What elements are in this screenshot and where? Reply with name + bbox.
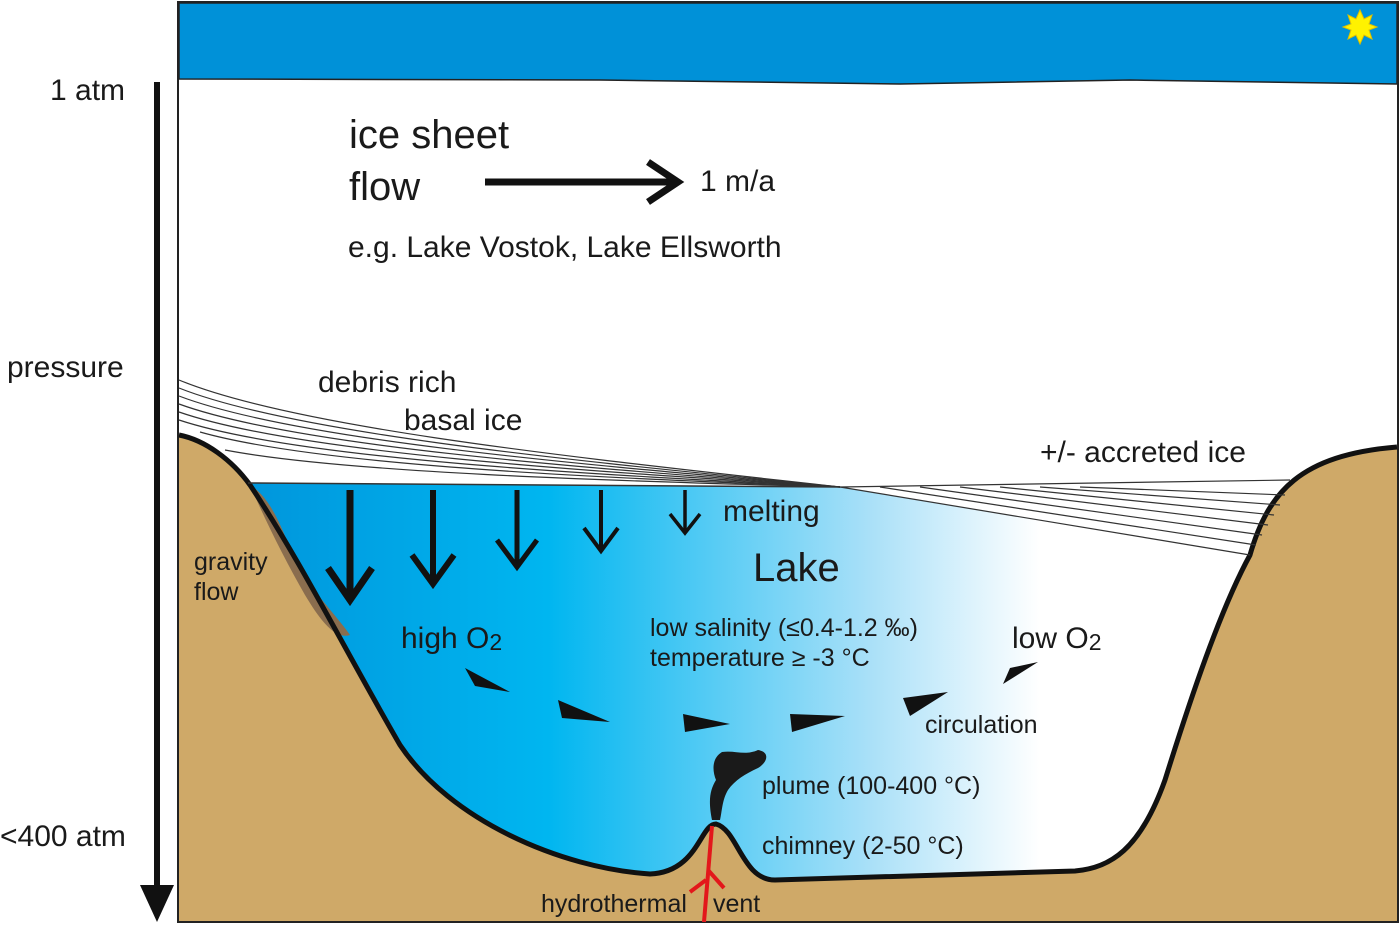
chimney-label: chimney (2-50 °C)	[762, 832, 964, 860]
circulation-arrowhead	[683, 714, 730, 732]
sky-band	[178, 2, 1398, 85]
ice-lake-interface	[247, 482, 841, 488]
circulation-arrowhead	[465, 668, 510, 692]
ice-flow-title-2: flow	[349, 165, 420, 209]
lake-title: Lake	[753, 546, 840, 590]
melting-arrow	[582, 490, 620, 555]
pressure-label: pressure	[7, 351, 124, 384]
pressure-top-label: 1 atm	[50, 74, 125, 107]
melting-label: melting	[723, 495, 820, 528]
circulation-arrowhead	[903, 692, 948, 716]
pressure-arrow	[140, 82, 174, 922]
melting-arrows	[325, 490, 702, 607]
gravity-flow-label-1: gravity	[194, 548, 268, 576]
vent-label-2: vent	[713, 890, 760, 918]
circulation-arrowhead	[1003, 662, 1038, 684]
salinity-label: low salinity (≤0.4-1.2 ‰)	[650, 614, 918, 642]
low-o2-label: low O2	[1012, 622, 1101, 655]
sun-icon	[1341, 8, 1379, 46]
vent-label-1: hydrothermal	[541, 890, 687, 918]
basal-ice-label-1: debris rich	[318, 366, 456, 399]
plume-label: plume (100-400 °C)	[762, 772, 980, 800]
flow-rate-label: 1 m/a	[700, 165, 775, 198]
plume	[709, 750, 767, 820]
melting-arrow	[668, 490, 702, 536]
circulation-arrows	[465, 662, 1038, 732]
lake-water	[248, 483, 1250, 880]
basal-ice-label-2: basal ice	[404, 404, 522, 437]
temperature-label: temperature ≥ -3 °C	[650, 644, 870, 672]
melting-arrow	[494, 490, 540, 572]
examples-label: e.g. Lake Vostok, Lake Ellsworth	[348, 231, 782, 264]
pressure-bottom-label: <400 atm	[0, 820, 126, 853]
flow-arrow	[485, 159, 685, 205]
melting-arrow	[325, 490, 375, 607]
basal-ice-layers	[178, 379, 841, 488]
melting-arrow	[409, 490, 457, 590]
high-o2-label: high O2	[401, 622, 502, 655]
lake-bed-outline	[178, 432, 1398, 883]
accreted-ice-layers	[839, 479, 1291, 556]
circulation-label: circulation	[925, 711, 1038, 739]
gravity-flow-label-2: flow	[194, 578, 239, 606]
accreted-ice-label: +/- accreted ice	[1040, 436, 1246, 469]
hydrothermal-vent	[688, 825, 726, 923]
circulation-arrowhead	[558, 700, 610, 722]
circulation-arrowhead	[790, 714, 845, 732]
ice-flow-title-1: ice sheet	[349, 113, 509, 157]
